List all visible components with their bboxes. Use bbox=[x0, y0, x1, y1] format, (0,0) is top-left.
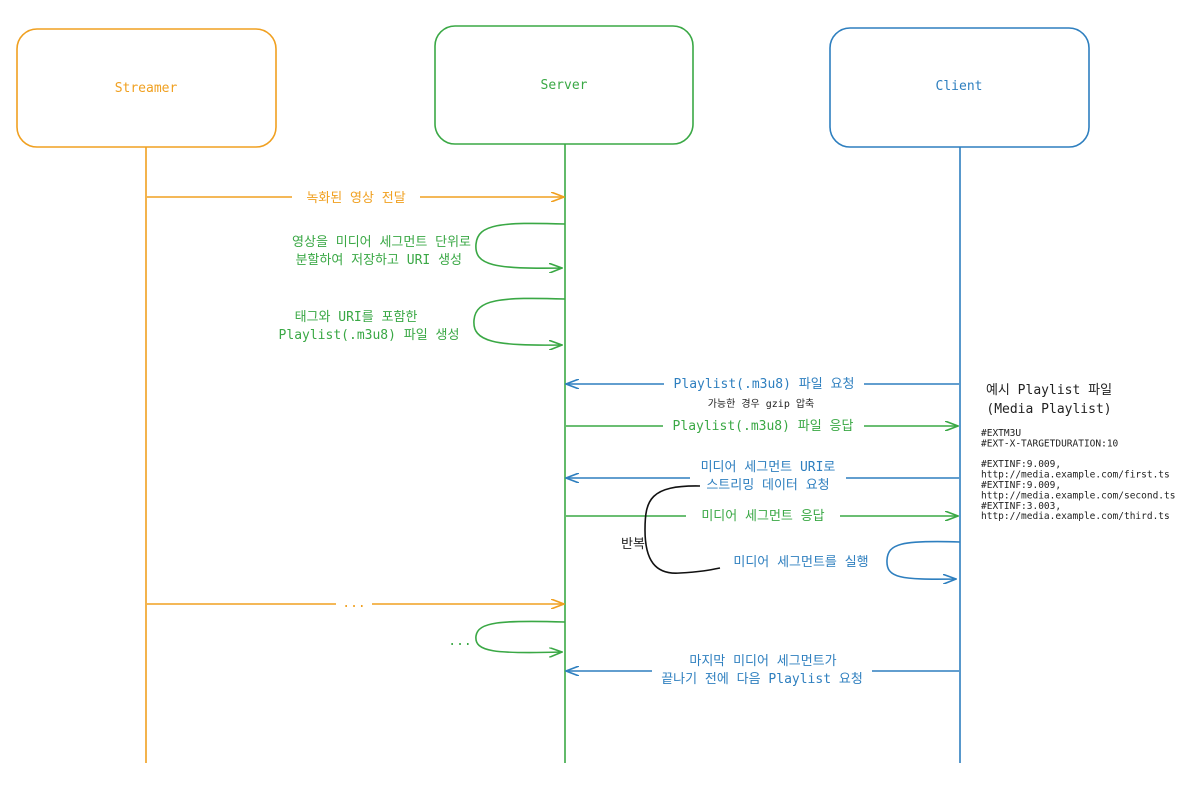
example-playlist-code-line: #EXTINF:3.003, bbox=[981, 501, 1061, 512]
participant-server-label: Server bbox=[541, 78, 588, 93]
participant-client-label: Client bbox=[936, 79, 983, 94]
message-playlist-request: Playlist(.m3u8) 파일 요청 가능한 경우 gzip 압축 bbox=[566, 377, 959, 410]
example-playlist-code-line: #EXTINF:9.009, bbox=[981, 480, 1061, 491]
message-segment-response: 미디어 세그먼트 응답 bbox=[566, 509, 958, 524]
example-playlist-panel: 예시 Playlist 파일 (Media Playlist) #EXTM3U#… bbox=[981, 383, 1175, 522]
example-playlist-subtitle: (Media Playlist) bbox=[986, 402, 1111, 417]
message-record-transfer-label: 녹화된 영상 전달 bbox=[306, 191, 405, 206]
self-message-segment-split-line2: 분할하여 저장하고 URI 생성 bbox=[295, 253, 462, 268]
self-message-playlist-create: 태그와 URI를 포함한 Playlist(.m3u8) 파일 생성 bbox=[279, 297, 566, 345]
message-playlist-response-label: Playlist(.m3u8) 파일 응답 bbox=[673, 419, 854, 434]
message-segment-request-line2: 스트리밍 데이터 요청 bbox=[706, 478, 829, 493]
self-message-playlist-create-line1: 태그와 URI를 포함한 bbox=[295, 310, 418, 325]
message-record-transfer: 녹화된 영상 전달 bbox=[147, 191, 564, 206]
example-playlist-code-line: http://media.example.com/third.ts bbox=[981, 511, 1170, 522]
participant-client: Client bbox=[829, 27, 1090, 148]
message-next-playlist-request-line1: 마지막 미디어 세그먼트가 bbox=[689, 654, 836, 669]
self-message-segment-play: 미디어 세그먼트를 실행 bbox=[733, 540, 961, 580]
participant-streamer: Streamer bbox=[16, 28, 277, 148]
message-playlist-request-label: Playlist(.m3u8) 파일 요청 bbox=[674, 377, 855, 392]
self-message-playlist-create-line2: Playlist(.m3u8) 파일 생성 bbox=[279, 328, 460, 343]
message-playlist-response: Playlist(.m3u8) 파일 응답 bbox=[566, 419, 958, 434]
example-playlist-title: 예시 Playlist 파일 bbox=[986, 383, 1112, 398]
self-message-segment-split-line1: 영상을 미디어 세그먼트 단위로 bbox=[292, 235, 471, 250]
loop-label: 반복 bbox=[621, 537, 645, 552]
example-playlist-code-line: #EXT-X-TARGETDURATION:10 bbox=[981, 438, 1119, 449]
message-next-playlist-request-line2: 끝나기 전에 다음 Playlist 요청 bbox=[661, 672, 863, 687]
message-segment-request-line1: 미디어 세그먼트 URI로 bbox=[701, 460, 836, 475]
participant-streamer-label: Streamer bbox=[115, 81, 178, 96]
message-segment-response-label: 미디어 세그먼트 응답 bbox=[701, 509, 824, 524]
message-segment-request: 미디어 세그먼트 URI로 스트리밍 데이터 요청 bbox=[566, 460, 959, 493]
message-playlist-request-note: 가능한 경우 gzip 압축 bbox=[708, 397, 815, 410]
example-playlist-code-line: #EXTINF:9.009, bbox=[981, 459, 1061, 470]
loop-bracket bbox=[644, 485, 721, 574]
example-playlist-code-line: #EXTM3U bbox=[981, 428, 1021, 439]
self-message-server-continue: ... bbox=[448, 620, 566, 652]
message-next-playlist-request: 마지막 미디어 세그먼트가 끝나기 전에 다음 Playlist 요청 bbox=[566, 654, 959, 687]
self-message-segment-split: 영상을 미디어 세그먼트 단위로 분할하여 저장하고 URI 생성 bbox=[292, 222, 566, 268]
participant-server: Server bbox=[434, 25, 694, 145]
message-streamer-continue: ... bbox=[147, 596, 564, 611]
example-playlist-code-line: http://media.example.com/first.ts bbox=[981, 470, 1170, 481]
example-playlist-code: #EXTM3U#EXT-X-TARGETDURATION:10 #EXTINF:9… bbox=[981, 428, 1175, 522]
example-playlist-code-line: http://media.example.com/second.ts bbox=[981, 490, 1175, 501]
self-message-server-continue-label: ... bbox=[448, 634, 471, 649]
self-message-segment-play-label: 미디어 세그먼트를 실행 bbox=[733, 554, 868, 570]
message-streamer-continue-label: ... bbox=[342, 596, 365, 611]
